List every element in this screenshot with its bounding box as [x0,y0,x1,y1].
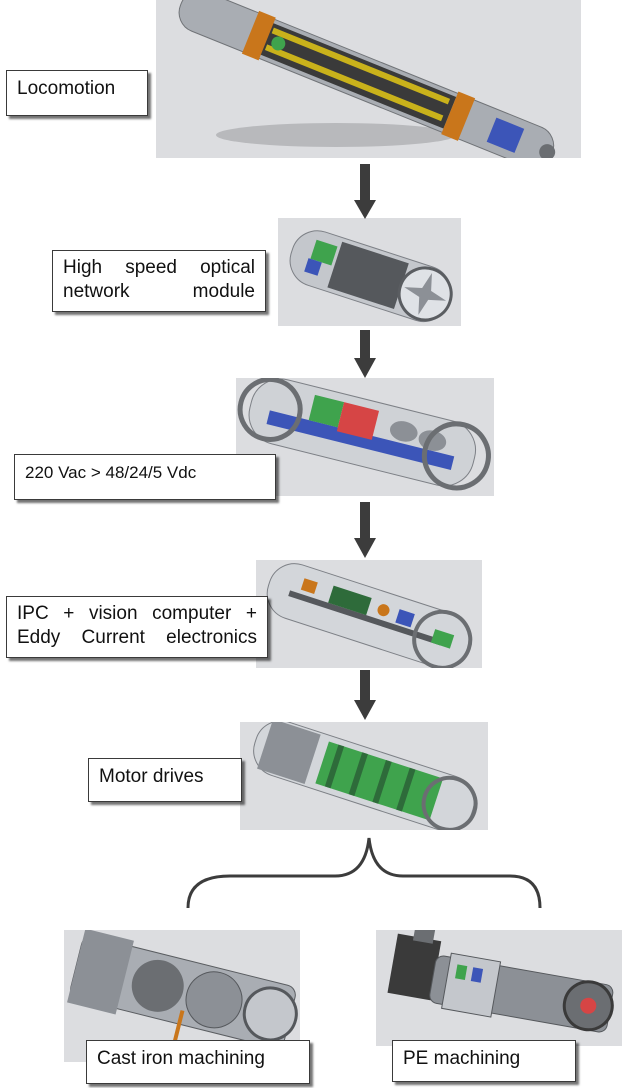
computer-render-panel [256,560,482,668]
arrow-1 [354,164,376,219]
label-computer: IPC + vision computer + Eddy Current ele… [6,596,268,658]
optical-render-panel [278,218,461,326]
arrow-2 [354,330,376,378]
pe-render-panel [376,930,622,1046]
label-locomotion: Locomotion [6,70,148,116]
label-motor-drives: Motor drives [88,758,242,802]
optical-render [289,230,453,323]
locomotion-render [178,0,556,158]
motor-render-panel [240,722,488,830]
power-render [237,378,491,491]
cast-iron-render [67,930,298,1049]
label-pe: PE machining [392,1040,576,1082]
pe-render [387,930,614,1033]
label-power: 220 Vac > 48/24/5 Vdc [14,454,276,500]
power-render-panel [236,378,494,496]
arrow-4 [354,670,376,720]
computer-render [266,563,473,668]
label-cast-iron: Cast iron machining [86,1040,310,1084]
motor-render [253,722,478,830]
arrow-3 [354,502,376,558]
label-optical-network: High speed optical network module [52,250,266,312]
locomotion-render-panel [156,0,581,158]
split-brace [186,837,542,909]
